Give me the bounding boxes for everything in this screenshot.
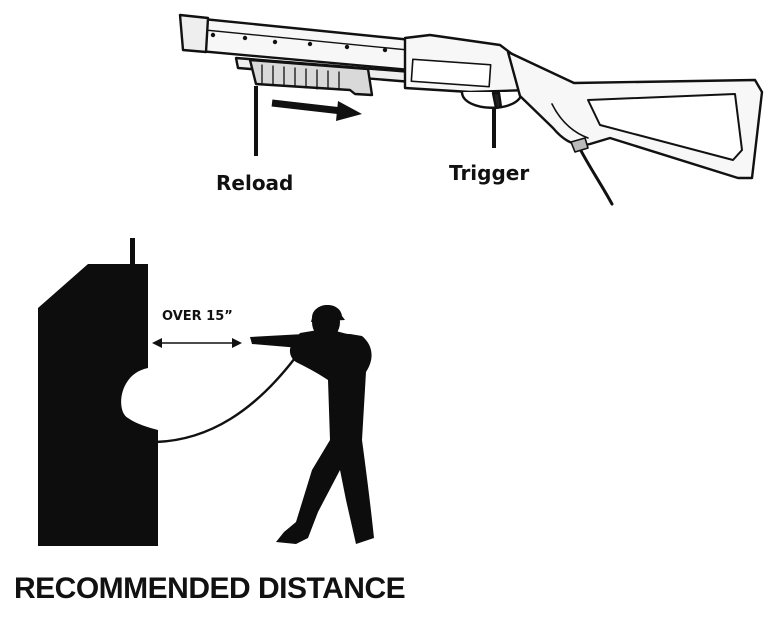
pump-grooves xyxy=(261,64,340,91)
gun-cable-plug xyxy=(570,137,589,153)
cabinet-cable xyxy=(155,357,296,444)
gun-muzzle xyxy=(178,13,210,54)
player-legs xyxy=(276,440,374,544)
barrel-screws xyxy=(210,32,388,53)
gun-cable xyxy=(576,143,614,206)
cabinet-antenna xyxy=(130,238,135,268)
gun-grip-line xyxy=(551,103,589,139)
receiver-panel xyxy=(410,58,492,88)
player-torso-arms xyxy=(289,329,372,440)
distance-label: OVER 15” xyxy=(162,309,233,324)
gun-trigger xyxy=(491,91,503,110)
gun-trigger-guard xyxy=(460,90,524,109)
gun-pump xyxy=(248,58,374,97)
cabinet-body xyxy=(38,264,158,546)
reload-label: Reload xyxy=(216,171,294,195)
shotgun-illustration xyxy=(178,13,764,206)
gun-barrel-rib xyxy=(184,27,409,51)
gun-stock-cutout xyxy=(587,93,743,161)
trigger-label: Trigger xyxy=(449,161,530,185)
arcade-cabinet-silhouette xyxy=(38,238,158,546)
distance-arrow xyxy=(152,338,242,348)
reload-arrow xyxy=(271,99,362,121)
page-title: RECOMMENDED DISTANCE xyxy=(14,572,406,605)
player-cap xyxy=(311,304,345,322)
player-silhouette xyxy=(250,304,374,544)
